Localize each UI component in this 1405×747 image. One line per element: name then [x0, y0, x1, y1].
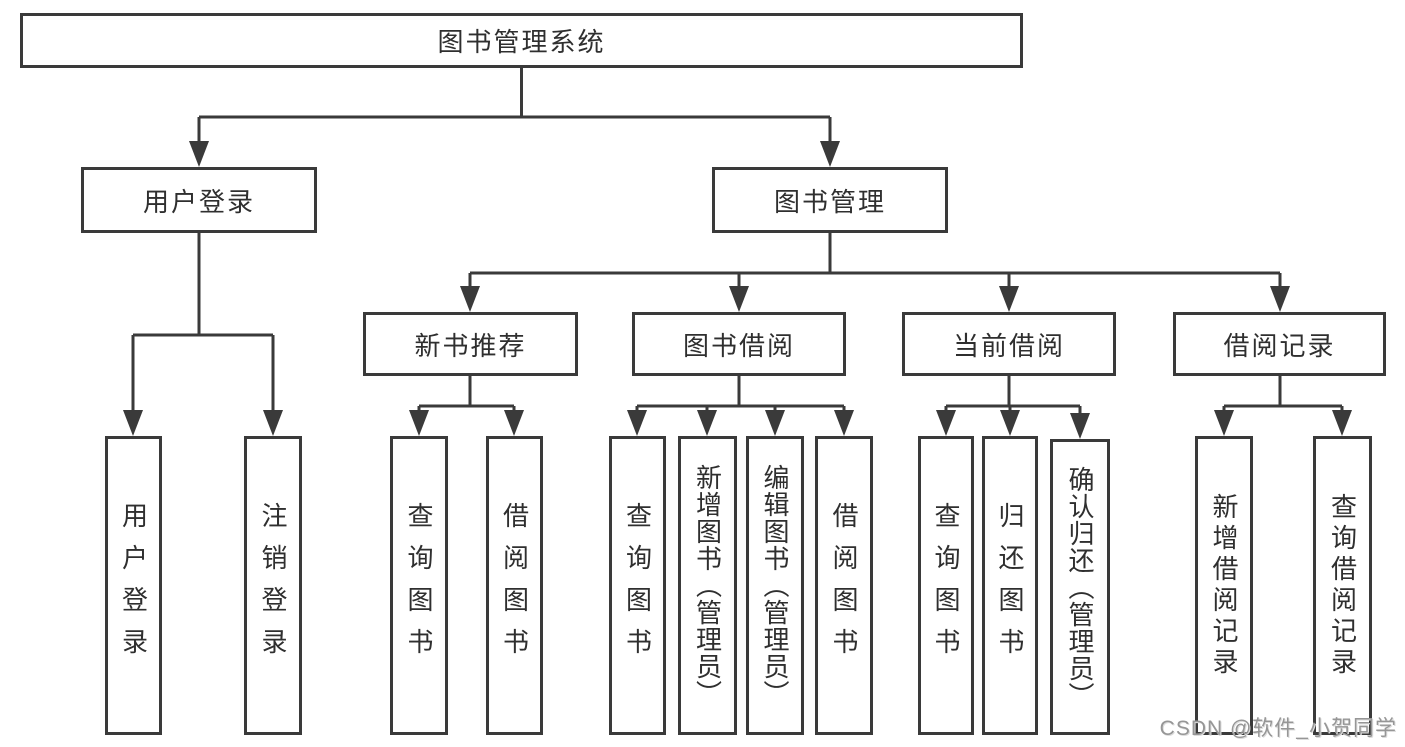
node-new-book-recommend: 新书推荐 [363, 312, 578, 376]
node-label: 新书推荐 [414, 330, 527, 361]
node-label: 用户登录 [142, 186, 255, 217]
node-label: 图书管理 [773, 186, 886, 217]
node-label: 当前借阅 [952, 330, 1065, 361]
leaf-return-books: 归还图书 [982, 436, 1038, 735]
node-book-management: 图书管理 [712, 167, 948, 233]
node-label: 查询图书 [931, 501, 961, 670]
node-label: 查询图书 [404, 501, 434, 670]
node-label: 查询图书 [622, 501, 653, 670]
node-label: 图书管理系统 [437, 27, 606, 57]
node-label: 归还图书 [995, 501, 1025, 670]
leaf-query-books-borrow: 查询图书 [609, 436, 666, 735]
node-system-root: 图书管理系统 [20, 13, 1023, 68]
node-label: 编辑图书（管理员） [760, 464, 790, 707]
node-label: 新增借阅记录 [1209, 492, 1239, 679]
leaf-add-borrow-record: 新增借阅记录 [1195, 436, 1253, 735]
leaf-query-books-recommend: 查询图书 [390, 436, 448, 735]
node-label: 查询借阅记录 [1327, 492, 1358, 679]
leaf-query-borrow-record: 查询借阅记录 [1313, 436, 1372, 735]
node-label: 借阅图书 [829, 501, 859, 670]
csdn-watermark: CSDN @软件_小贺同学 [1159, 717, 1397, 740]
leaf-edit-books-admin: 编辑图书（管理员） [746, 436, 804, 735]
node-label: 注销登录 [258, 501, 288, 670]
node-label: 新增图书（管理员） [692, 464, 723, 707]
leaf-user-login: 用户登录 [105, 436, 162, 735]
node-user-login: 用户登录 [81, 167, 317, 233]
leaf-borrow-books: 借阅图书 [815, 436, 873, 735]
leaf-logout: 注销登录 [244, 436, 302, 735]
leaf-confirm-return-admin: 确认归还（管理员） [1050, 439, 1110, 735]
node-book-borrowing: 图书借阅 [632, 312, 846, 376]
leaf-query-books-current: 查询图书 [918, 436, 974, 735]
node-label: 借阅图书 [499, 501, 530, 670]
leaf-borrow-books-recommend: 借阅图书 [486, 436, 543, 735]
node-current-borrowing: 当前借阅 [902, 312, 1116, 376]
node-label: 图书借阅 [682, 330, 795, 361]
node-label: 确认归还（管理员） [1065, 465, 1095, 709]
node-borrow-records: 借阅记录 [1173, 312, 1386, 376]
node-label: 借阅记录 [1223, 330, 1336, 361]
node-label: 用户登录 [118, 501, 149, 670]
leaf-add-books-admin: 新增图书（管理员） [678, 436, 737, 735]
